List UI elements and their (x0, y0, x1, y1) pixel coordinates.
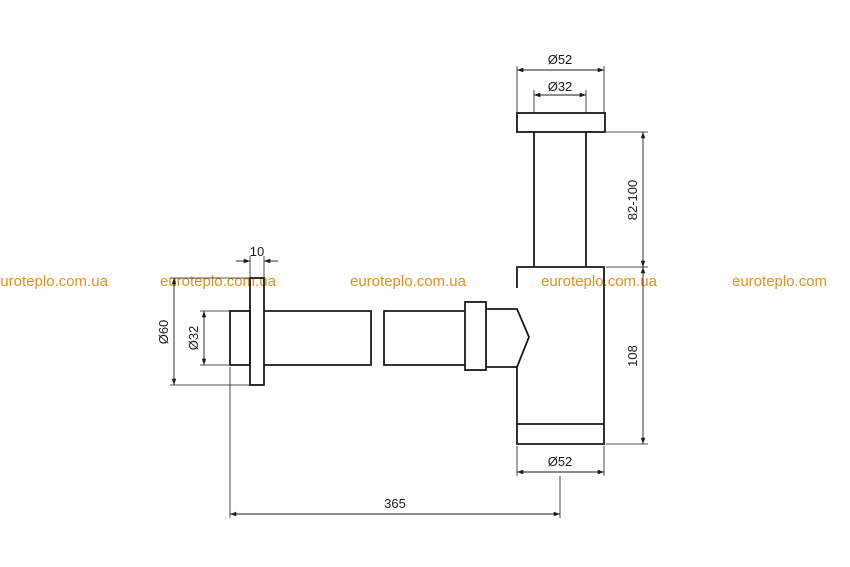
top-cap (516, 112, 606, 133)
label-bottom-diameter: Ø52 (548, 454, 573, 469)
watermark-text-2: euroteplo.com.ua (160, 273, 277, 290)
label-total-depth: 365 (384, 496, 406, 511)
watermark-text-5: euroteplo.com (732, 273, 827, 290)
label-top-outer-diameter: Ø52 (548, 52, 573, 67)
dimension-labels: Ø52 Ø32 82-100 108 Ø52 Ø60 Ø32 10 365 (156, 52, 640, 511)
extension-lines (170, 66, 648, 518)
wall-pipe-stub (229, 310, 251, 366)
siphon-body (516, 266, 605, 445)
watermark-row: euroteplo.com.ua euroteplo.com.ua eurote… (0, 273, 827, 290)
outlet-pipe-left (264, 310, 372, 366)
watermark-text-1: euroteplo.com.ua (0, 273, 109, 290)
union-nut (464, 301, 487, 371)
label-wall-pipe-diameter: Ø32 (186, 326, 201, 351)
vertical-tube (533, 132, 587, 267)
outlet-cone (486, 308, 530, 368)
label-wall-flange-diameter: Ø60 (156, 320, 171, 345)
label-body-height: 108 (625, 345, 640, 367)
outlet-pipe-right (383, 310, 465, 366)
wall-flange (249, 277, 265, 386)
siphon-outline (229, 112, 606, 445)
watermark-text-3: euroteplo.com.ua (350, 273, 467, 290)
dimension-lines (171, 67, 646, 517)
label-tube-height: 82-100 (625, 180, 640, 220)
watermark-text-4: euroteplo.com.ua (541, 273, 658, 290)
label-flange-thickness: 10 (250, 244, 264, 259)
label-top-inner-diameter: Ø32 (548, 79, 573, 94)
